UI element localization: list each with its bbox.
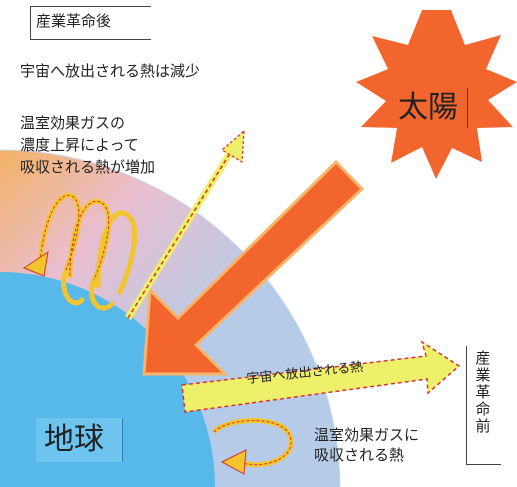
- loop-arrowhead: [22, 250, 49, 277]
- escape-arrow-after: [125, 129, 245, 320]
- ghg-increase-line-1: 温室効果ガスの: [20, 114, 126, 132]
- absorbed-heat-loops-after-outline: [39, 194, 110, 281]
- atmosphere-outer: [0, 149, 341, 487]
- before-industrial-label-box: [466, 346, 501, 465]
- earth-label: 地球: [44, 422, 104, 457]
- absorbed-heat-loops-after: [37, 192, 138, 311]
- ghg-increase-line-3: 吸収される熱が増加: [20, 158, 156, 176]
- after-industrial-label-box: [30, 6, 151, 40]
- ghg-absorbed-line-2: 吸収される熱: [314, 446, 405, 464]
- earth-label-box: [36, 418, 123, 462]
- sun-shape: [356, 10, 517, 179]
- space-heat-reduced-text: 宇宙へ放出される熱は減少: [20, 62, 201, 80]
- escape-arrow-before: [181, 340, 461, 413]
- sun-label: 太陽: [398, 90, 458, 125]
- ghg-absorbed-line-1: 温室効果ガスに: [314, 426, 420, 444]
- before-industrial-label: 産業革命前: [473, 350, 492, 435]
- sun-label-box: [393, 88, 468, 128]
- sunlight-arrow: [142, 159, 365, 376]
- absorbed-heat-loop-before: [212, 418, 294, 475]
- after-industrial-label: 産業革命後: [36, 12, 112, 30]
- ghg-increase-line-2: 濃度上昇によって: [20, 136, 139, 154]
